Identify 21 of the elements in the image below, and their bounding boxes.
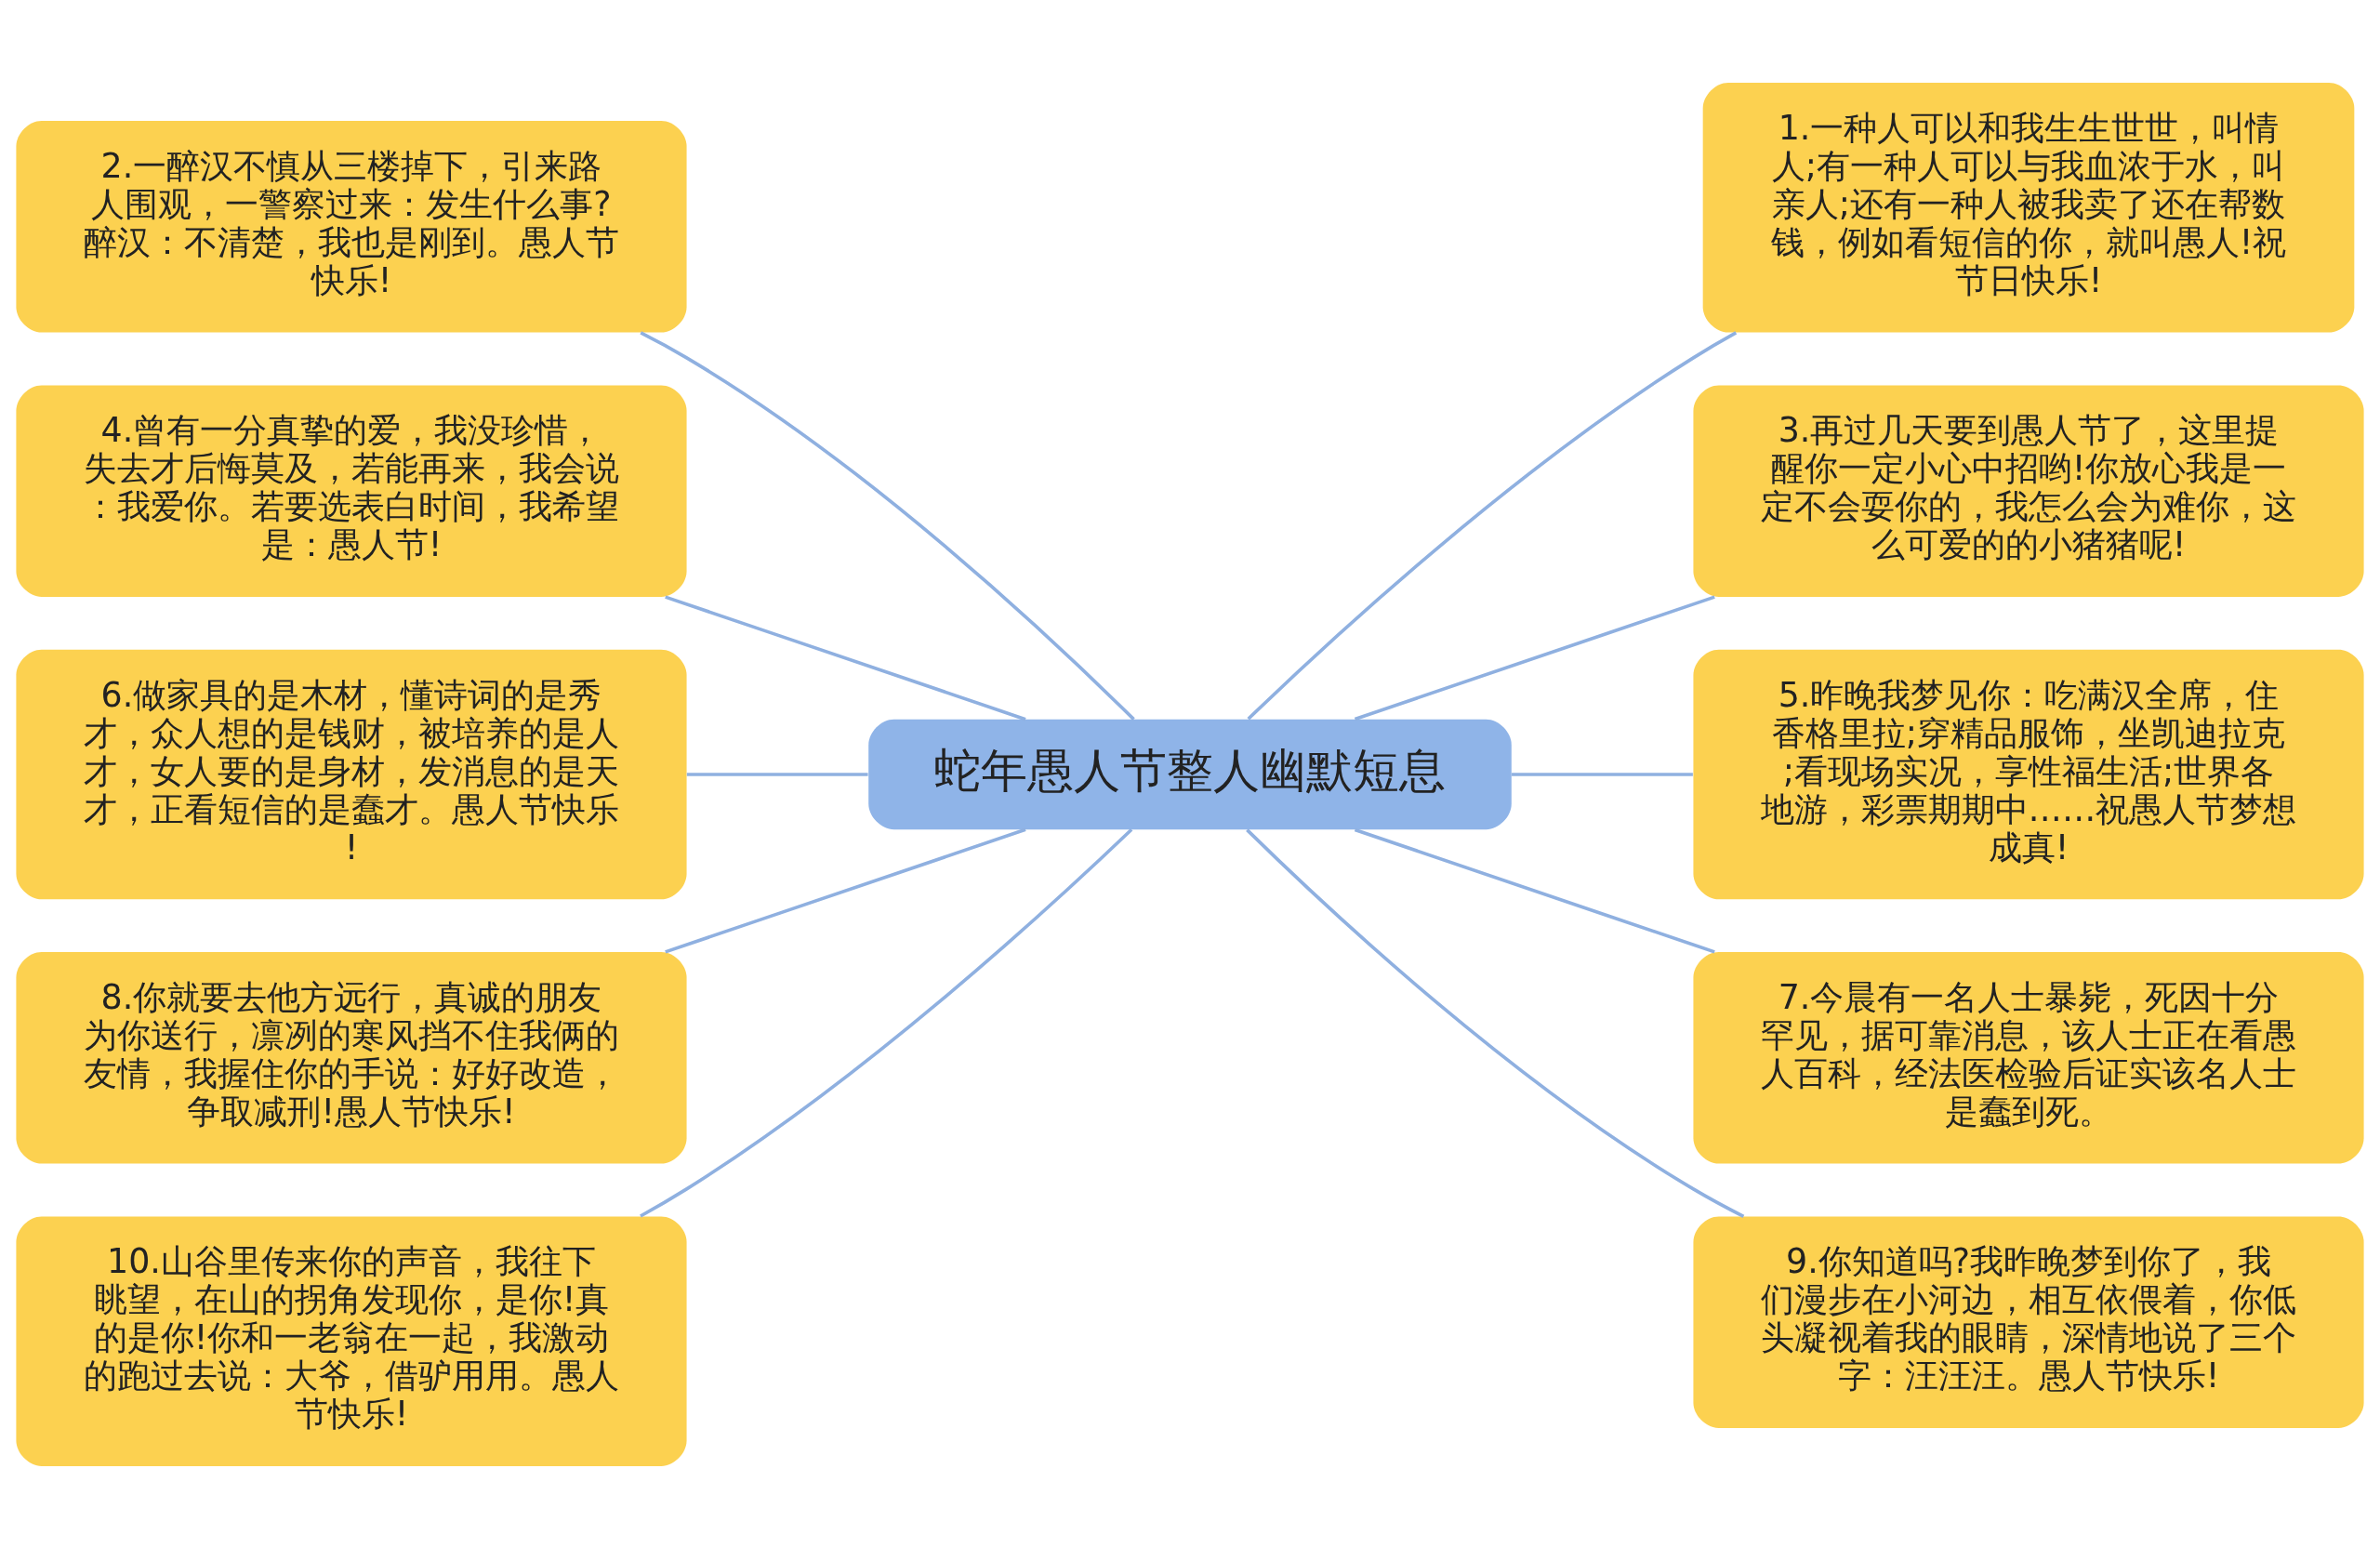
connector: [1246, 827, 1745, 1218]
connector: [640, 330, 1135, 721]
connector: [1354, 827, 1715, 954]
connector: [1354, 594, 1715, 721]
connector: [665, 594, 1026, 721]
node-box: 5.昨晚我梦见你：吃满汉全席，住香格里拉;穿精品服饰，坐凯迪拉克;看现场实况，享性福生活;世界各地游，彩票期期中……祝愚人节梦想成真!: [1693, 649, 2364, 899]
node-box: 3.再过几天要到愚人节了，这里提醒你一定小心中招哟!你放心我是一定不会耍你的，我怎么会为难你，这么可爱的的小猪猪呢!: [1693, 384, 2364, 597]
node-box: 10.山谷里传来你的声音，我往下眺望，在山的拐角发现你，是你!真的是你!你和一老翁在一起，我激动的跑过去说：大爷，借驴用用。愚人节快乐!: [16, 1215, 687, 1466]
connector: [1247, 330, 1738, 721]
node-box: 8.你就要去他方远行，真诚的朋友为你送行，凛冽的寒风挡不住我俩的友情，我握住你的手说：好好改造，争取减刑!愚人节快乐!: [16, 951, 687, 1164]
node-box: 4.曾有一分真挚的爱，我没珍惜，失去才后悔莫及，若能再来，我会说：我爱你。若要选表白时间，我希望是：愚人节!: [16, 384, 687, 597]
node-box: 6.做家具的是木材，懂诗词的是秀才，众人想的是钱财，被培养的是人才，女人要的是身材，发消息的是天才，正看短信的是蠢才。愚人节快乐!: [16, 649, 687, 899]
connector: [686, 772, 868, 776]
node-box: 9.你知道吗?我昨晚梦到你了，我们漫步在小河边，相互依偎着，你低头凝视着我的眼睛，深情地说了三个字：汪汪汪。愚人节快乐!: [1693, 1215, 2364, 1428]
connector: [665, 827, 1026, 954]
connector: [640, 827, 1133, 1218]
node-box: 蛇年愚人节整人幽默短息: [868, 719, 1512, 829]
node-box: 2.一醉汉不慎从三楼掉下，引来路人围观，一警察过来：发生什么事?醉汉：不清楚，我也是刚到。愚人节快乐!: [16, 120, 687, 333]
node-box: 7.今晨有一名人士暴毙，死因十分罕见，据可靠消息，该人士正在看愚人百科，经法医检验后证实该名人士是蠢到死。: [1693, 951, 2364, 1164]
connector: [1512, 772, 1693, 776]
node-box: 1.一种人可以和我生生世世，叫情人;有一种人可以与我血浓于水，叫亲人;还有一种人被我卖了还在帮数钱，例如看短信的你，就叫愚人!祝节日快乐!: [1702, 82, 2355, 333]
